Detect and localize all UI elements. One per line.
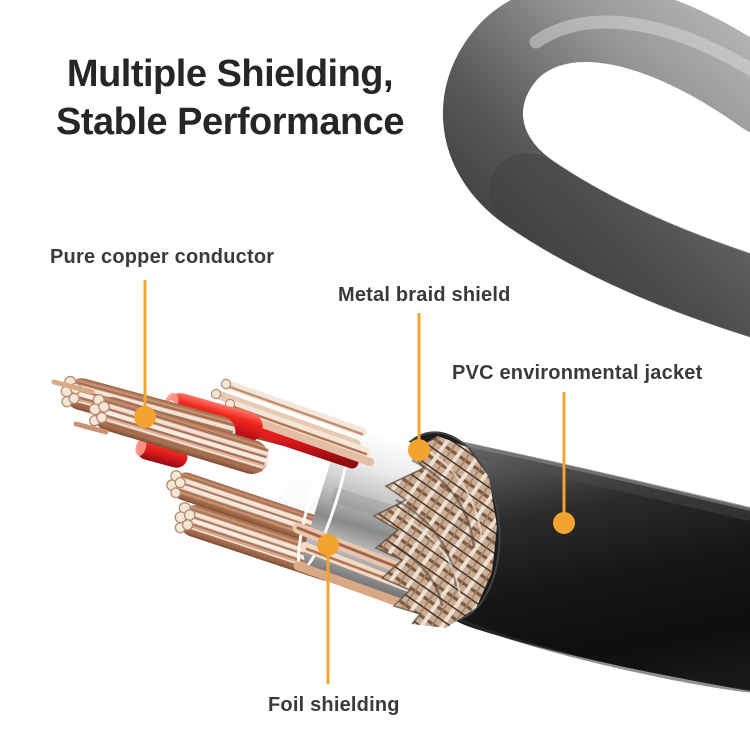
stray-copper-wires xyxy=(51,379,109,435)
callout-label-metal-braid-shield: Metal braid shield xyxy=(338,284,511,306)
callout-label-pvc-environmental-jacket: PVC environmental jacket xyxy=(452,362,703,384)
callout-dot-metal-braid xyxy=(408,439,430,461)
braid-shield xyxy=(372,435,497,628)
callout-dot-pvc-jacket xyxy=(553,512,575,534)
page-title: Multiple Shielding, Stable Performance xyxy=(28,50,432,146)
callout-dot-foil xyxy=(317,534,339,556)
title-line-2: Stable Performance xyxy=(56,101,404,143)
callout-dot-pure-copper xyxy=(134,406,156,428)
copper-strand-bundle xyxy=(166,470,332,545)
callout-label-foil-shielding: Foil shielding xyxy=(268,694,400,716)
cable-loop xyxy=(443,0,750,338)
title-line-1: Multiple Shielding, xyxy=(66,53,394,95)
callout-dots xyxy=(134,406,575,556)
callout-leaders xyxy=(143,280,566,684)
copper-strand-bundle xyxy=(174,502,344,581)
callout-label-pure-copper-conductor: Pure copper conductor xyxy=(50,246,275,268)
